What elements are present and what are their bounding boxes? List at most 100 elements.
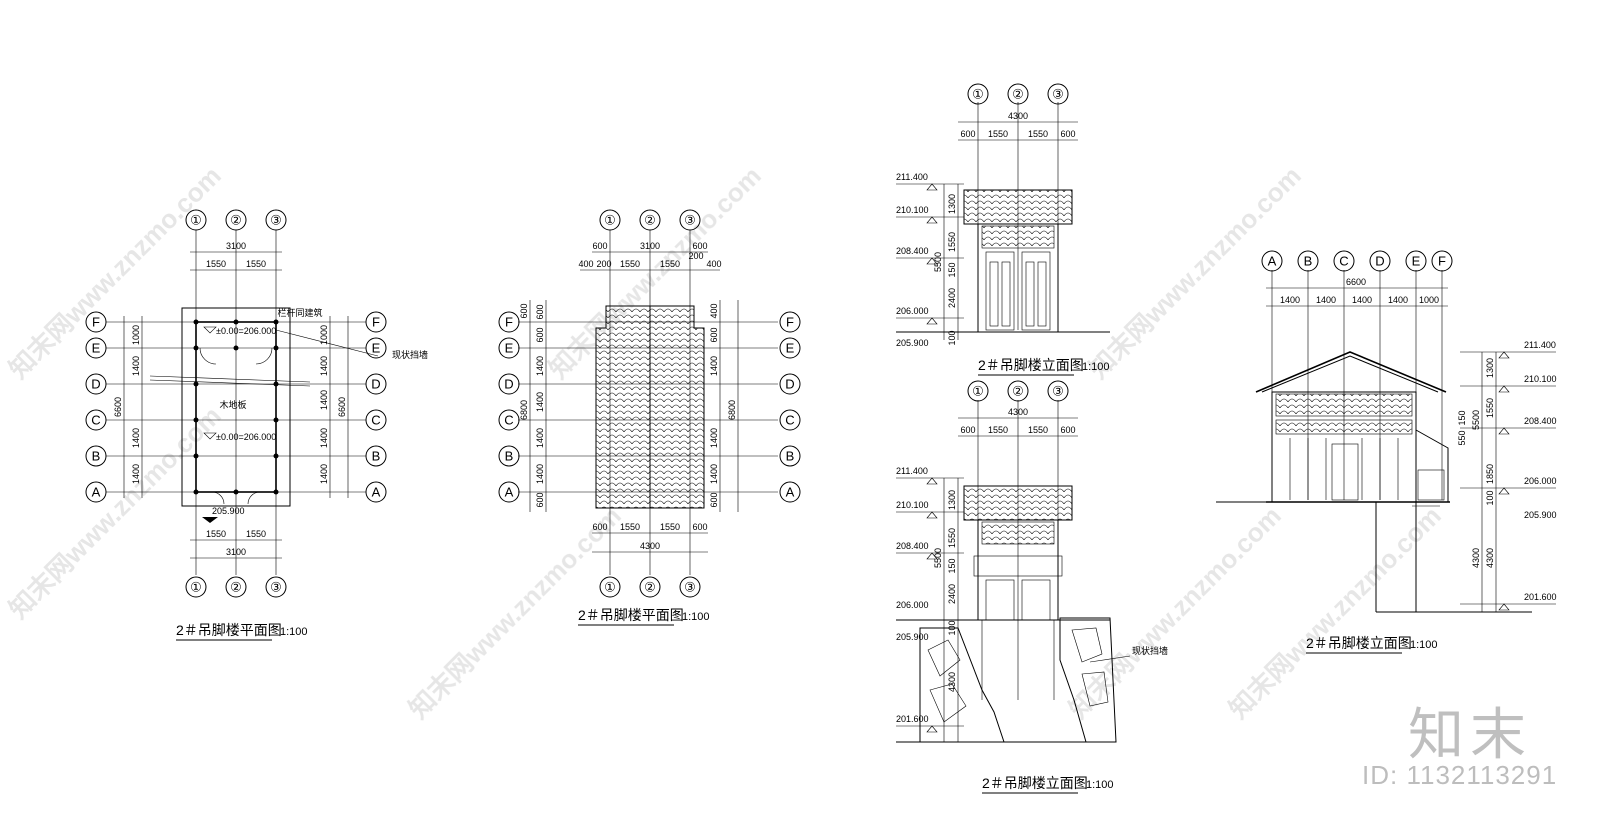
dimension-text: 600: [592, 241, 607, 251]
level-text: 205.900: [212, 506, 245, 516]
dimension-text: 5500: [933, 252, 943, 272]
level-text: 205.900: [1524, 510, 1557, 520]
dimension-text: 400: [578, 259, 593, 269]
axis-label: ③: [684, 213, 696, 228]
axis-label: B: [1304, 254, 1313, 269]
axis-label: F: [92, 315, 100, 330]
dimension-text: 600: [535, 327, 545, 342]
level-text: 208.400: [1524, 416, 1557, 426]
dimension-text: 600: [709, 492, 719, 507]
room-label: 木地板: [219, 399, 246, 410]
dimension-text: 1400: [1316, 295, 1336, 305]
axis-label: D: [371, 377, 380, 392]
drawing-title: 2＃吊脚楼立面图: [982, 775, 1088, 791]
note-text: 栏杆同建筑: [277, 307, 322, 318]
note-text: 现状挡墙: [1132, 645, 1168, 656]
axis-label: ①: [972, 87, 984, 102]
elevation-2: ① ② ③ 4300 600 1550 1550 600 211.400 210…: [896, 380, 1168, 794]
dimension-text: 6600: [113, 397, 123, 417]
dimension-text: 600: [1060, 425, 1075, 435]
axis-label: B: [786, 449, 795, 464]
dimension-text: 1400: [535, 428, 545, 448]
drawing-scale: 1:100: [682, 611, 710, 623]
axis-label: E: [1412, 254, 1421, 269]
elevation-3: A B C D E F 6600 1400 1400 1400 1400 100…: [1216, 250, 1557, 654]
axis-label: D: [91, 377, 100, 392]
axis-label: ①: [972, 384, 984, 399]
dimension-text: 600: [1060, 129, 1075, 139]
level-text: 210.100: [896, 500, 929, 510]
dimension-text: 3100: [226, 241, 246, 251]
dimension-text: 3100: [640, 241, 660, 251]
dimension-text: 1550: [660, 522, 680, 532]
dimension-text: 4300: [640, 541, 660, 551]
dimension-text: 1550: [620, 522, 640, 532]
drawing-scale: 1:100: [1410, 639, 1438, 651]
axis-label: A: [92, 485, 101, 500]
dimension-text: 600: [592, 522, 607, 532]
dimension-text: 1400: [319, 356, 329, 376]
dimension-text: 6800: [519, 400, 529, 420]
dimension-text: 6800: [727, 400, 737, 420]
dimension-text: 1400: [709, 356, 719, 376]
dimension-text: 1550: [246, 259, 266, 269]
level-text: 210.100: [896, 205, 929, 215]
dimension-text: 200: [596, 259, 611, 269]
dimension-text: 1550: [947, 528, 957, 548]
drawing-title: 2＃吊脚楼平面图: [578, 607, 684, 623]
axis-label: B: [505, 449, 514, 464]
dimension-text: 600: [709, 327, 719, 342]
dimension-text: 100: [1485, 490, 1495, 505]
drawing-title: 2＃吊脚楼立面图: [1306, 635, 1412, 651]
dimension-text: 4300: [1471, 548, 1481, 568]
axis-label: A: [505, 485, 514, 500]
dimension-text: 150: [947, 262, 957, 277]
axis-label: B: [92, 449, 101, 464]
watermark-text: 知末网www.znzmo.com: [3, 160, 227, 384]
axis-label: ②: [644, 580, 656, 595]
drawing-title: 2＃吊脚楼立面图: [978, 357, 1084, 373]
axis-label: C: [1339, 254, 1348, 269]
dimension-text: 600: [535, 492, 545, 507]
level-text: 205.900: [896, 632, 929, 642]
dimension-text: 600: [960, 425, 975, 435]
dimension-text: 100: [947, 620, 957, 635]
dimension-text: 5500: [933, 548, 943, 568]
elevation-1: ① ② ③ 4300 600 1550 1550 600 211.400 210…: [896, 83, 1110, 376]
axis-label: ①: [604, 580, 616, 595]
dimension-text: 1400: [131, 428, 141, 448]
dimension-text: 1300: [1485, 358, 1495, 378]
axis-label: C: [504, 413, 513, 428]
dimension-text: 4300: [1485, 548, 1495, 568]
dimension-text: 1550: [660, 259, 680, 269]
dimension-text: 2400: [947, 584, 957, 604]
level-text: ±0.00=206.000: [216, 326, 276, 336]
dimension-text: 600: [692, 241, 707, 251]
dimension-text: 4300: [947, 672, 957, 692]
axis-label: D: [1375, 254, 1384, 269]
axis-label: B: [372, 449, 381, 464]
dimension-text: 1550: [1028, 129, 1048, 139]
watermark-text: 知末网www.znzmo.com: [1083, 160, 1307, 384]
dimension-text: 2400: [947, 288, 957, 308]
dimension-text: 1300: [947, 194, 957, 214]
dimension-text: 600: [692, 522, 707, 532]
dimension-text: 1400: [319, 428, 329, 448]
dimension-text: 600: [535, 304, 545, 319]
asset-id: ID: 1132113291: [1362, 760, 1558, 790]
dimension-text: 1400: [319, 390, 329, 410]
axis-label: ③: [1052, 384, 1064, 399]
dimension-text: 6600: [1346, 277, 1366, 287]
axis-label: C: [91, 413, 100, 428]
drawing-title: 2＃吊脚楼平面图: [176, 622, 282, 638]
dimension-text: 1400: [131, 464, 141, 484]
dimension-text: 1000: [131, 325, 141, 345]
axis-label: A: [372, 485, 381, 500]
dimension-text: 1400: [131, 356, 141, 376]
level-text: 206.000: [896, 600, 929, 610]
dimension-text: 1550: [988, 425, 1008, 435]
dimension-text: 1550: [1028, 425, 1048, 435]
dimension-text: 1550: [947, 232, 957, 252]
dimension-text: 5500: [1471, 410, 1481, 430]
